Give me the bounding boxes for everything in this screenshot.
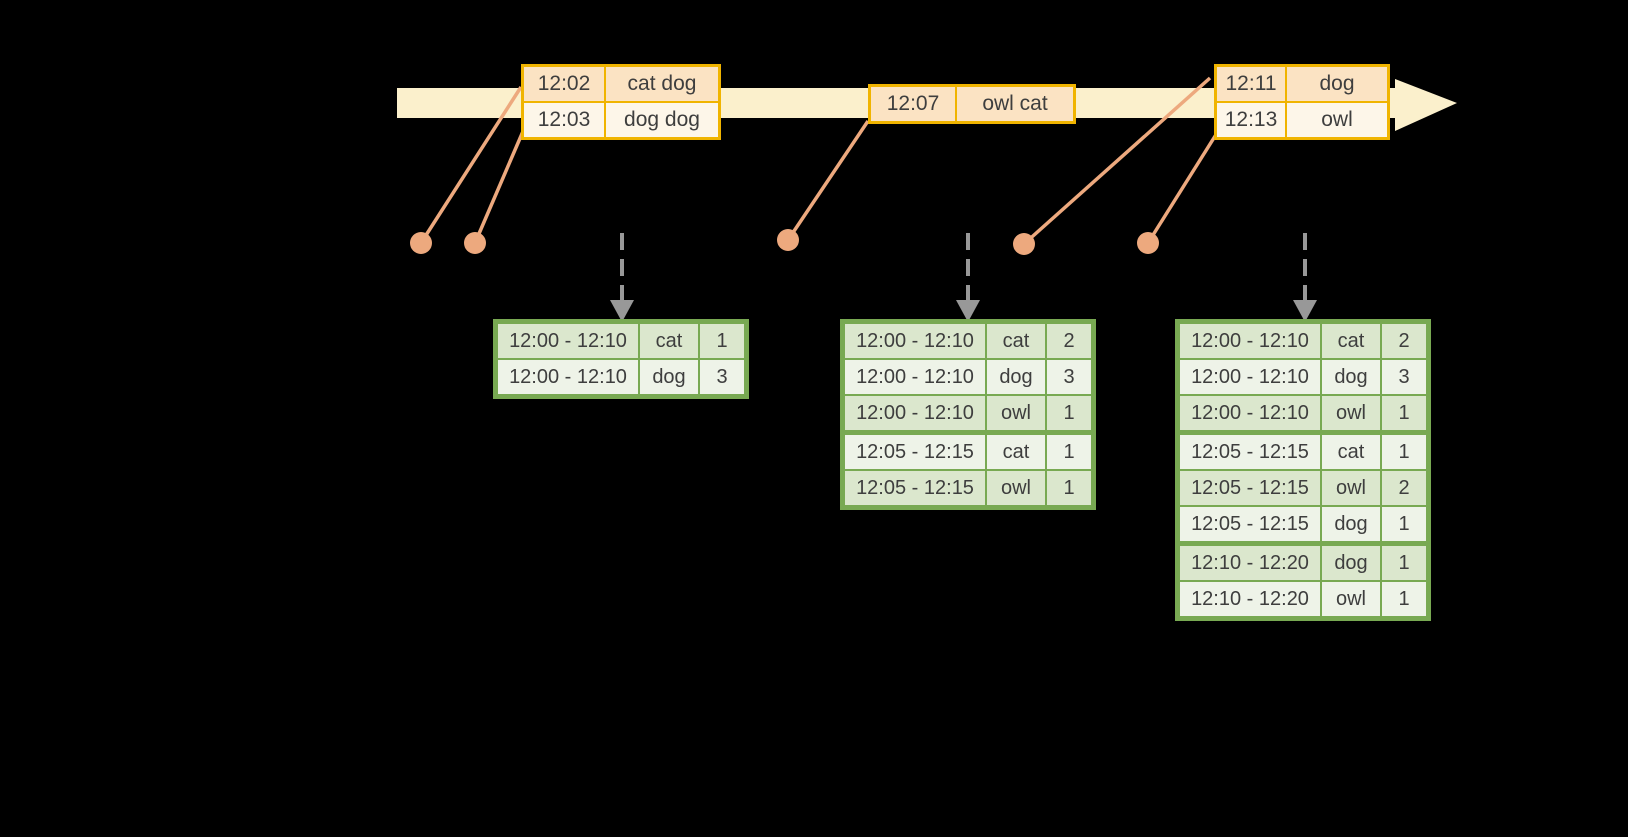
word-cell: dog [1322, 507, 1380, 541]
word-cell: owl [1322, 582, 1380, 616]
window-cell: 12:05 - 12:15 [1180, 435, 1320, 469]
count-cell: 1 [1047, 396, 1091, 430]
trigger-arrows [610, 233, 1317, 322]
window-cell: 12:05 - 12:15 [1180, 507, 1320, 541]
word-cell: dog [1322, 360, 1380, 394]
count-cell: 1 [1047, 471, 1091, 505]
event-row: 12:02 cat dog [524, 67, 718, 101]
event-words-cell: dog dog [606, 103, 718, 137]
event-row: 12:11 dog [1217, 67, 1387, 101]
event-time-cell: 12:02 [524, 67, 604, 101]
event-time-cell: 12:03 [524, 103, 604, 137]
window-cell: 12:00 - 12:10 [1180, 396, 1320, 430]
event-batch-table-1: 12:02 cat dog 12:03 dog dog [521, 64, 721, 140]
word-cell: dog [640, 360, 698, 394]
event-words-cell: owl [1287, 103, 1387, 137]
window-cell: 12:00 - 12:10 [845, 396, 985, 430]
window-cell: 12:00 - 12:10 [845, 324, 985, 358]
event-dot-4 [1013, 233, 1035, 255]
count-cell: 2 [1382, 471, 1426, 505]
window-cell: 12:05 - 12:15 [845, 471, 985, 505]
window-cell: 12:00 - 12:10 [1180, 360, 1320, 394]
word-cell: cat [987, 435, 1045, 469]
leader-line-5 [1146, 132, 1219, 244]
word-cell: owl [987, 396, 1045, 430]
result-row: 12:05 - 12:15 owl 1 [845, 471, 1091, 505]
leader-line-1 [419, 86, 523, 244]
result-row: 12:00 - 12:10 cat 2 [1180, 324, 1426, 358]
window-cell: 12:00 - 12:10 [498, 324, 638, 358]
event-dot-2 [464, 232, 486, 254]
window-cell: 12:00 - 12:10 [498, 360, 638, 394]
timeline-arrowhead-icon [1395, 79, 1457, 131]
result-row: 12:00 - 12:10 cat 2 [845, 324, 1091, 358]
count-cell: 1 [700, 324, 744, 358]
result-row: 12:00 - 12:10 dog 3 [1180, 360, 1426, 394]
window-cell: 12:00 - 12:10 [1180, 324, 1320, 358]
window-cell: 12:10 - 12:20 [1180, 546, 1320, 580]
event-dot-3 [777, 229, 799, 251]
leader-line-3 [786, 120, 870, 241]
event-time-cell: 12:11 [1217, 67, 1285, 101]
result-row: 12:00 - 12:10 owl 1 [1180, 396, 1426, 430]
event-dot-1 [410, 232, 432, 254]
leader-line-4 [1022, 76, 1212, 246]
count-cell: 3 [1382, 360, 1426, 394]
trigger-arrowhead-icon-3 [1293, 300, 1317, 322]
count-cell: 1 [1382, 435, 1426, 469]
window-cell: 12:10 - 12:20 [1180, 582, 1320, 616]
result-row: 12:00 - 12:10 dog 3 [498, 360, 744, 394]
result-row: 12:05 - 12:15 cat 1 [845, 435, 1091, 469]
trigger-arrowhead-icon-1 [610, 300, 634, 322]
word-cell: cat [640, 324, 698, 358]
count-cell: 3 [700, 360, 744, 394]
word-cell: cat [1322, 324, 1380, 358]
result-row: 12:00 - 12:10 cat 1 [498, 324, 744, 358]
result-row: 12:00 - 12:10 dog 3 [845, 360, 1091, 394]
word-cell: dog [987, 360, 1045, 394]
count-cell: 1 [1382, 546, 1426, 580]
event-row: 12:03 dog dog [524, 103, 718, 137]
window-cell: 12:05 - 12:15 [1180, 471, 1320, 505]
result-row: 12:10 - 12:20 owl 1 [1180, 582, 1426, 616]
event-time-cell: 12:07 [871, 87, 955, 121]
event-words-cell: cat dog [606, 67, 718, 101]
count-cell: 1 [1382, 396, 1426, 430]
word-cell: cat [1322, 435, 1380, 469]
count-cell: 2 [1382, 324, 1426, 358]
event-row: 12:07 owl cat [871, 87, 1073, 121]
count-cell: 1 [1382, 507, 1426, 541]
event-batch-table-3: 12:11 dog 12:13 owl [1214, 64, 1390, 140]
result-row: 12:05 - 12:15 cat 1 [1180, 435, 1426, 469]
window-cell: 12:00 - 12:10 [845, 360, 985, 394]
event-row: 12:13 owl [1217, 103, 1387, 137]
event-dots [410, 229, 1159, 255]
count-cell: 1 [1047, 435, 1091, 469]
result-row: 12:05 - 12:15 dog 1 [1180, 507, 1426, 541]
window-cell: 12:05 - 12:15 [845, 435, 985, 469]
word-cell: owl [987, 471, 1045, 505]
event-words-cell: owl cat [957, 87, 1073, 121]
event-words-cell: dog [1287, 67, 1387, 101]
count-cell: 3 [1047, 360, 1091, 394]
result-row: 12:00 - 12:10 owl 1 [845, 396, 1091, 430]
result-row: 12:10 - 12:20 dog 1 [1180, 546, 1426, 580]
event-time-cell: 12:13 [1217, 103, 1285, 137]
result-table-3: 12:00 - 12:10 cat 2 12:00 - 12:10 dog 3 … [1175, 319, 1431, 621]
event-dot-5 [1137, 232, 1159, 254]
result-table-2: 12:00 - 12:10 cat 2 12:00 - 12:10 dog 3 … [840, 319, 1096, 510]
event-batch-table-2: 12:07 owl cat [868, 84, 1076, 124]
word-cell: cat [987, 324, 1045, 358]
count-cell: 1 [1382, 582, 1426, 616]
word-cell: owl [1322, 396, 1380, 430]
leader-lines [419, 76, 1219, 246]
result-table-1: 12:00 - 12:10 cat 1 12:00 - 12:10 dog 3 [493, 319, 749, 399]
trigger-arrowhead-icon-2 [956, 300, 980, 322]
word-cell: owl [1322, 471, 1380, 505]
result-row: 12:05 - 12:15 owl 2 [1180, 471, 1426, 505]
count-cell: 2 [1047, 324, 1091, 358]
leader-line-2 [473, 128, 526, 244]
word-cell: dog [1322, 546, 1380, 580]
